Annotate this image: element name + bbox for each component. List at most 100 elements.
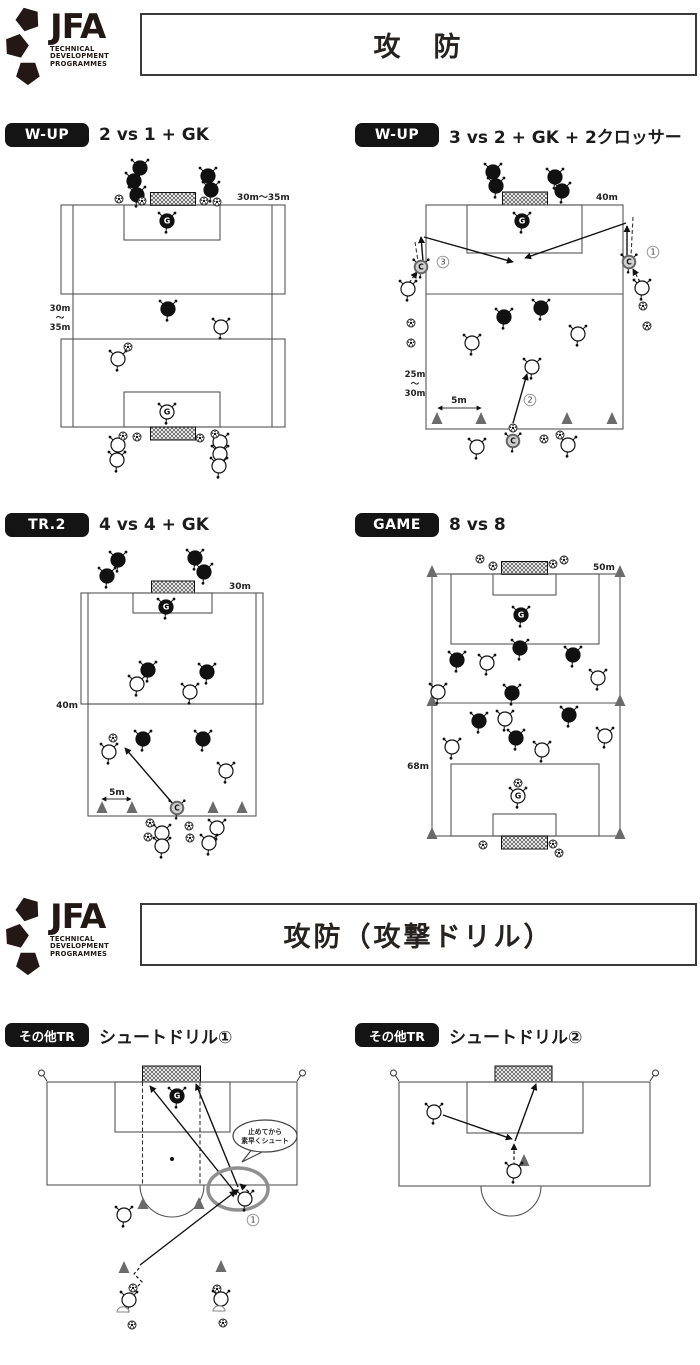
movement-arrow xyxy=(514,1083,538,1142)
cone-icon xyxy=(215,1260,227,1272)
ball-icon xyxy=(114,194,124,204)
player-light-icon xyxy=(235,1189,255,1212)
drill-6-badge: その他TR xyxy=(355,1023,439,1047)
player-light-icon xyxy=(595,726,615,749)
player-dark-icon xyxy=(201,180,221,203)
svg-text:G: G xyxy=(174,1092,181,1101)
jfa-logo-text: JFA TECHNICAL DEVELOPMENT PROGRAMMES xyxy=(50,4,109,68)
player-light-icon xyxy=(428,682,448,705)
goal-icon xyxy=(502,191,548,206)
ball-icon xyxy=(548,559,558,569)
cone-icon xyxy=(207,801,219,813)
ball-icon xyxy=(108,733,118,743)
disc-cone-icon xyxy=(116,1306,130,1313)
svg-text:3: 3 xyxy=(440,258,445,267)
svg-text:1: 1 xyxy=(650,248,655,257)
jfa-logo-name: JFA xyxy=(50,897,106,937)
ball-icon xyxy=(539,434,549,444)
page-title: 攻 防 xyxy=(140,13,697,76)
sequence-number: 2 xyxy=(523,393,537,407)
crosser-icon: C xyxy=(168,799,186,820)
field-line xyxy=(466,204,583,254)
player-dark-icon xyxy=(193,729,213,752)
cone-icon xyxy=(137,1197,149,1209)
cone-icon xyxy=(561,412,573,424)
drill-3-badge: TR.2 xyxy=(5,513,89,537)
measure-label: 30m xyxy=(50,304,71,314)
svg-text:素早くシュート: 素早くシュート xyxy=(241,1136,289,1145)
ball-icon xyxy=(184,821,194,831)
movement-arrow xyxy=(124,747,175,806)
player-light-icon xyxy=(632,278,652,301)
sequence-number: 1 xyxy=(246,1213,260,1227)
field-line xyxy=(132,592,213,614)
drill-4-badge: GAME xyxy=(355,513,439,537)
corner-flag-icon xyxy=(649,1069,659,1082)
jfa-logo-sub-line: PROGRAMMES xyxy=(50,949,108,958)
cone-icon xyxy=(614,565,626,577)
crosser-icon: C xyxy=(620,253,638,274)
ball-icon xyxy=(212,197,222,207)
jfa-logo-sub-line: DEVELOPMENT xyxy=(50,942,109,951)
cone-icon xyxy=(236,801,248,813)
goalkeeper-dark-icon: G xyxy=(511,605,531,628)
svg-text:1: 1 xyxy=(250,1216,255,1225)
penalty-arc xyxy=(139,1184,205,1218)
ball-icon xyxy=(554,848,564,858)
svg-text:C: C xyxy=(626,258,632,267)
jfa-logo-sub-line: TECHNICAL xyxy=(50,44,95,53)
svg-text:G: G xyxy=(164,217,171,226)
svg-text:2: 2 xyxy=(527,396,532,405)
crosser-icon: C xyxy=(504,432,522,453)
drill-3-title: 4 vs 4 + GK xyxy=(99,515,209,535)
player-dark-icon xyxy=(502,683,522,706)
ball-icon xyxy=(143,832,153,842)
player-dark-icon xyxy=(506,728,526,751)
player-light-icon xyxy=(216,761,236,784)
player-dark-icon xyxy=(531,298,551,321)
jfa-logo-name: JFA xyxy=(50,7,106,47)
drill-5-header: その他TR シュートドリル① xyxy=(5,1022,232,1048)
field-line xyxy=(398,1081,651,1187)
measure-label: 30m xyxy=(229,582,251,592)
player-dark-icon xyxy=(486,176,506,199)
measure-label: 40m xyxy=(56,701,78,711)
drill-4-title: 8 vs 8 xyxy=(449,515,506,535)
svg-text:G: G xyxy=(515,792,522,801)
drill-3-header: TR.2 4 vs 4 + GK xyxy=(5,512,209,538)
measure-label: 〜 xyxy=(411,380,420,390)
movement-arrow xyxy=(139,1190,237,1266)
dribble-path xyxy=(133,1265,143,1291)
player-light-icon xyxy=(152,823,172,846)
player-dark-icon xyxy=(124,171,144,194)
ball-icon xyxy=(508,423,518,433)
svg-text:C: C xyxy=(418,263,424,272)
jfa-logo-sub: TECHNICAL DEVELOPMENT PROGRAMMES xyxy=(50,935,109,959)
player-light-icon xyxy=(114,1205,134,1228)
drill-2-title: 3 vs 2 + GK + 2クロッサー xyxy=(449,127,682,148)
player-light-icon xyxy=(211,317,231,340)
player-dark-icon xyxy=(447,650,467,673)
svg-text:G: G xyxy=(519,217,526,226)
player-light-icon xyxy=(495,709,515,732)
ball-icon xyxy=(132,432,142,442)
player-dark-icon xyxy=(108,550,128,573)
player-light-icon xyxy=(558,435,578,458)
drill-1-title: 2 vs 1 + GK xyxy=(99,125,209,145)
sequence-number: 1 xyxy=(646,245,660,259)
ball-icon xyxy=(123,342,133,352)
measure-label: 〜 xyxy=(56,314,65,324)
drill-2-header: W-UP 3 vs 2 + GK + 2クロッサー xyxy=(355,122,682,148)
player-light-icon xyxy=(127,674,147,697)
cone-icon xyxy=(193,1197,205,1209)
player-dark-icon xyxy=(563,645,583,668)
measure-label: 5m xyxy=(451,396,467,406)
goalkeeper-dark-icon: G xyxy=(167,1086,187,1109)
player-light-icon xyxy=(152,836,172,859)
jfa-logo-sub: TECHNICAL DEVELOPMENT PROGRAMMES xyxy=(50,44,109,69)
cone-icon xyxy=(475,412,487,424)
